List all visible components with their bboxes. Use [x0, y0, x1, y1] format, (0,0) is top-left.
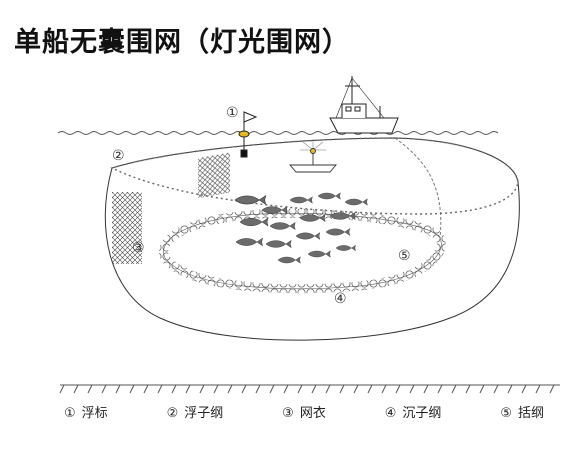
- legend-item-float: ① 浮标: [64, 402, 108, 421]
- ground-line: [59, 384, 560, 394]
- float-line: [110, 137, 519, 215]
- net-mesh-side: [112, 192, 142, 264]
- legend-item-net: ③ 网衣: [282, 402, 326, 421]
- legend-label: 网衣: [299, 406, 326, 421]
- purse-line: [394, 137, 442, 239]
- legend-num: ④: [384, 406, 397, 421]
- legend-label: 沉子纲: [402, 406, 442, 421]
- diagram-title: 单船无囊围网（灯光围网）: [14, 27, 350, 58]
- legend-num: ②: [166, 406, 179, 421]
- marker-buoy: [238, 111, 258, 158]
- legend-label: 浮标: [81, 406, 108, 421]
- callout-2: ②: [112, 148, 125, 164]
- legend-num: ③: [282, 406, 294, 421]
- callout-4: ④: [334, 291, 347, 307]
- legend-num: ①: [64, 406, 76, 421]
- net-wall: [104, 137, 520, 341]
- fish-school: [234, 192, 368, 264]
- fishing-vessel: [329, 76, 399, 134]
- legend-item-sinker-line: ④ 沉子纲: [385, 402, 442, 421]
- water-surface: [57, 131, 499, 135]
- purse-seine-diagram: ① ② ③ ④ ⑤: [57, 76, 560, 394]
- net-mesh-front: [198, 152, 230, 199]
- legend-num: ⑤: [500, 406, 512, 421]
- light-boat: [289, 139, 337, 173]
- callout-5: ⑤: [398, 248, 411, 264]
- legend-item-purse-line: ⑤ 括纲: [500, 402, 544, 421]
- legend-label: 括纲: [517, 406, 544, 421]
- callout-3: ③: [132, 240, 145, 256]
- legend-item-float-line: ② 浮子纲: [167, 402, 224, 421]
- legend: ① 浮标 ② 浮子纲 ③ 网衣 ④ 沉子纲 ⑤ 括纲: [64, 402, 544, 421]
- callout-1: ①: [226, 105, 239, 121]
- legend-label: 浮子纲: [184, 406, 224, 421]
